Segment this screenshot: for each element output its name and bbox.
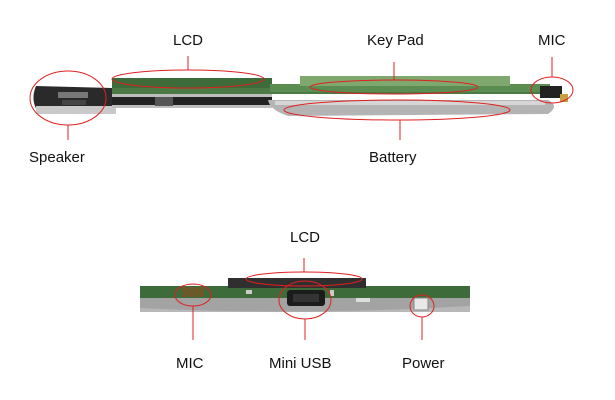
label-mic-bottom: MIC [176,355,204,372]
speaker-grille [58,92,88,98]
label-mic-top: MIC [538,32,566,49]
label-battery: Battery [369,149,417,166]
top-device [33,76,568,116]
power-button-component [413,297,429,311]
keypad-area [300,76,510,86]
label-power: Power [402,355,445,372]
bottom-device [140,278,470,312]
bottom-annotations [174,258,435,340]
speaker-housing [33,86,115,112]
label-mini-usb: Mini USB [269,355,332,372]
label-key-pad: Key Pad [367,32,424,49]
mic-component [540,86,562,98]
label-lcd-top: LCD [173,32,204,49]
label-speaker: Speaker [29,149,85,166]
label-lcd-bottom: LCD [290,229,321,246]
top-annotations [29,56,574,140]
battery-ellipse [283,99,511,121]
